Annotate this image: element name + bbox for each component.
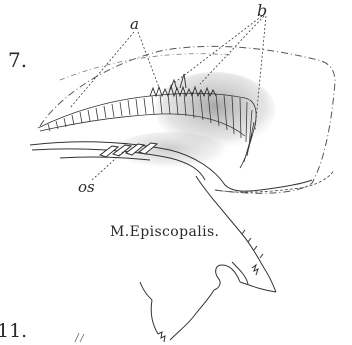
label-a: a: [130, 15, 139, 33]
plate-edge-dashed: [215, 170, 334, 192]
figure-number: 7.: [8, 48, 27, 72]
species-caption: M.Episcopalis.: [110, 224, 219, 240]
label-b: b: [257, 1, 267, 20]
label-os: os: [78, 178, 95, 196]
lower-appendage: [140, 176, 276, 342]
ink-marks: [75, 333, 84, 342]
next-figure-number: 11.: [0, 320, 27, 342]
